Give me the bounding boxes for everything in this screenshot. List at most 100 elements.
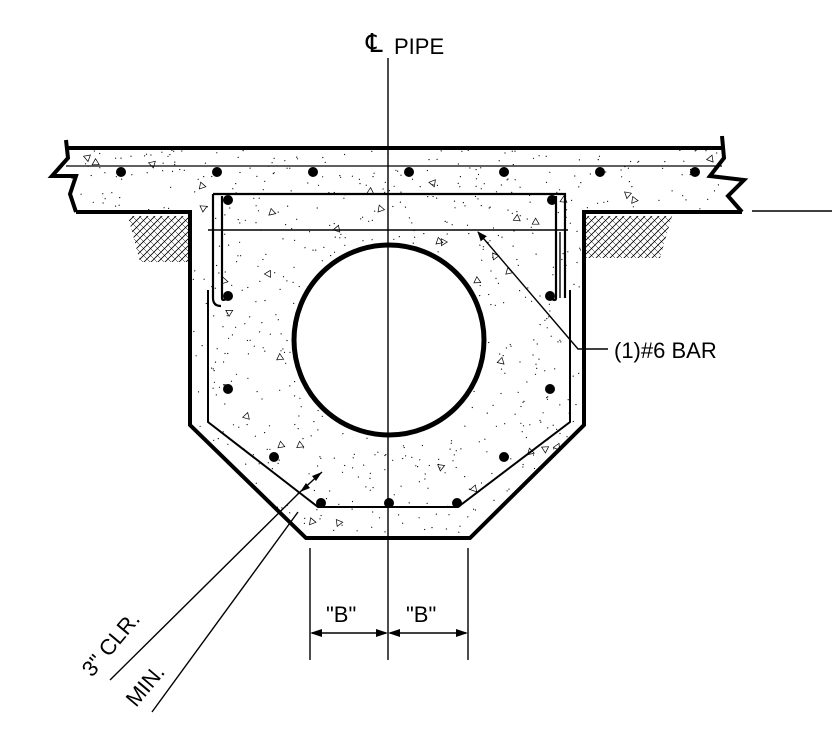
soil-hatch <box>128 216 672 262</box>
stipple-dot <box>317 429 319 431</box>
stipple-dot <box>579 247 581 249</box>
stipple-dot <box>411 222 413 224</box>
aggregate-mark <box>377 204 386 213</box>
aggregate-mark <box>540 446 550 454</box>
rebar-dot <box>269 452 279 462</box>
stipple-dot <box>403 446 405 449</box>
aggregate-mark <box>366 186 375 195</box>
stipple-dot <box>490 270 492 272</box>
stipple-dot <box>368 220 370 222</box>
stipple-dot <box>554 368 556 370</box>
stipple-dot <box>279 389 281 391</box>
stipple-dot <box>371 150 373 152</box>
aggregate-mark <box>276 352 285 361</box>
stipple-dot <box>267 462 269 464</box>
stipple-dot <box>418 517 420 519</box>
stipple-dot <box>226 315 228 317</box>
stipple-dot <box>385 454 387 456</box>
stipple-dot <box>372 176 374 178</box>
stipple-dot <box>171 170 174 172</box>
stipple-dot <box>227 352 229 355</box>
stipple-dot <box>510 458 512 460</box>
stipple-dot <box>235 183 237 185</box>
stipple-dot <box>286 167 288 169</box>
stipple-dot <box>482 248 484 250</box>
rebar-dot <box>499 167 509 177</box>
stipple-dot <box>631 186 633 188</box>
stipple-dot <box>284 160 286 162</box>
bar-callout-label: (1)#6 BAR <box>614 338 717 363</box>
stipple-dot <box>444 220 446 222</box>
stipple-dot <box>213 370 215 372</box>
stipple-dot <box>529 424 531 426</box>
stipple-dot <box>313 421 315 423</box>
aggregate-mark <box>705 154 714 163</box>
stipple-dot <box>627 167 630 169</box>
stipple-dot <box>556 428 558 430</box>
stipple-dot <box>373 172 375 174</box>
stipple-dot <box>258 197 260 199</box>
stipple-dot <box>285 224 287 226</box>
stipple-dot <box>500 184 502 186</box>
stipple-dot <box>384 181 386 183</box>
stipple-dot <box>339 175 341 177</box>
stipple-dot <box>213 315 215 317</box>
stipple-dot <box>291 228 293 230</box>
stipple-dot <box>466 224 469 226</box>
stipple-dot <box>145 153 148 155</box>
stipple-dot <box>589 173 591 175</box>
stipple-dot <box>290 190 292 192</box>
aggregate-mark <box>198 181 207 190</box>
stipple-dot <box>548 316 550 318</box>
stipple-dot <box>214 287 216 289</box>
stipple-dot <box>365 486 367 488</box>
stipple-dot <box>212 387 214 389</box>
stipple-dot <box>491 472 493 475</box>
stipple-dot <box>713 190 716 192</box>
aggregate-mark <box>512 213 521 222</box>
stipple-dot <box>716 152 718 154</box>
stipple-dot <box>230 380 233 382</box>
stipple-dot <box>459 525 461 527</box>
stipple-dot <box>275 314 277 316</box>
stipple-dot <box>115 157 117 159</box>
stipple-dot <box>217 438 219 440</box>
stipple-dot <box>162 162 164 164</box>
stipple-dot <box>462 202 464 204</box>
stipple-dot <box>340 176 342 178</box>
stipple-dot <box>475 178 478 180</box>
stipple-dot <box>482 246 484 248</box>
stipple-dot <box>271 468 273 470</box>
stipple-dot <box>283 351 286 353</box>
stipple-dot <box>218 386 221 388</box>
stipple-dot <box>371 526 373 528</box>
stipple-dot <box>384 469 386 471</box>
dimension-label-right: "B" <box>406 602 436 627</box>
centerline-symbol: ℄ <box>365 28 383 58</box>
stipple-dot <box>179 168 181 171</box>
stipple-dot <box>212 368 214 370</box>
stipple-dot <box>529 201 531 203</box>
stipple-dot <box>638 160 640 162</box>
stipple-dot <box>369 472 371 474</box>
aggregate-mark <box>469 484 478 493</box>
stipple-dot <box>329 490 331 492</box>
stipple-dot <box>277 319 279 321</box>
stipple-dot <box>685 199 687 201</box>
stipple-dot <box>359 183 361 185</box>
aggregate-mark <box>552 442 561 451</box>
stipple-dot <box>317 465 319 467</box>
stipple-dot <box>545 181 548 183</box>
stipple-dot <box>694 150 696 152</box>
stipple-dot <box>171 149 173 151</box>
stipple-dot <box>519 361 521 363</box>
stipple-dot <box>477 198 479 200</box>
stipple-dot <box>695 149 697 151</box>
stipple-dot <box>511 150 513 152</box>
stipple-dot <box>224 403 226 405</box>
rebar-dots <box>116 167 700 508</box>
stipple-dot <box>310 435 312 437</box>
stipple-dot <box>480 482 483 484</box>
stipple-dot <box>567 251 569 253</box>
stipple-dot <box>514 179 516 181</box>
